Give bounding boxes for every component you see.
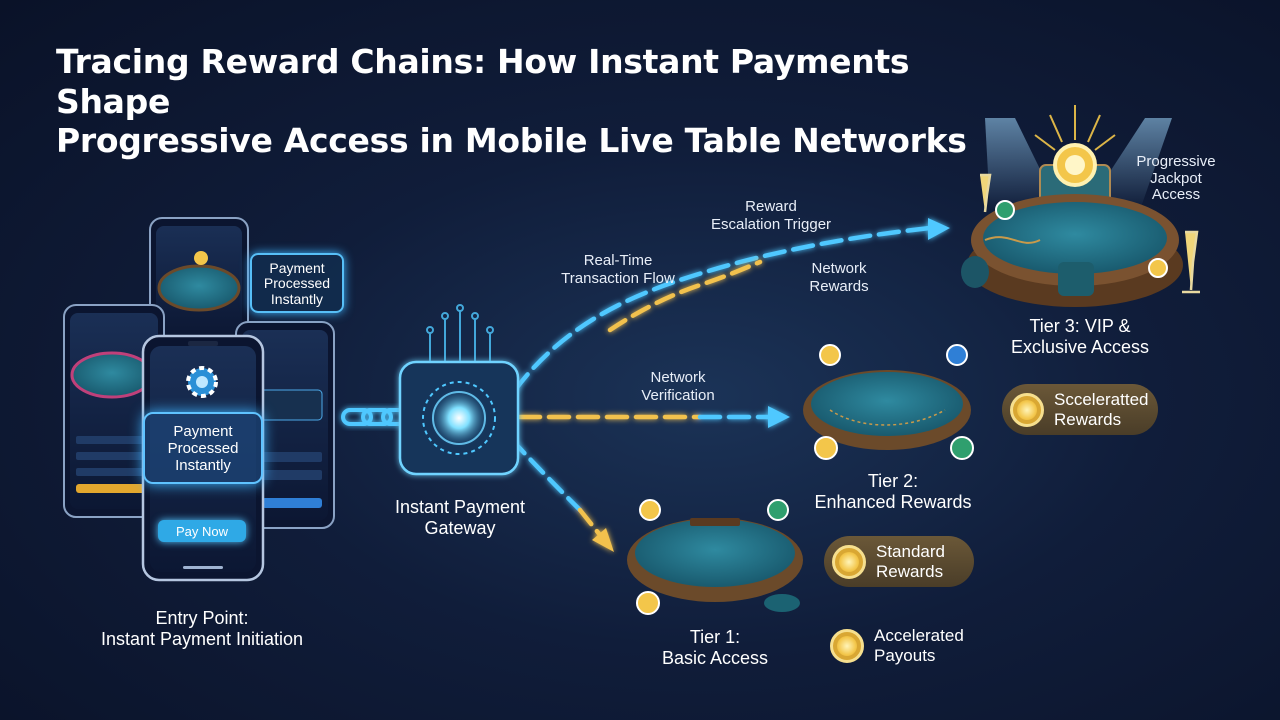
page-title-line2: Progressive Access in Mobile Live Table … <box>56 121 967 161</box>
tier1-reward-badge: Standard Rewards <box>824 536 974 588</box>
gateway-label: Instant Payment Gateway <box>394 497 526 539</box>
tier2-label: Tier 2: Enhanced Rewards <box>814 471 972 513</box>
chip-icon <box>950 436 974 460</box>
gateway-chip-icon <box>398 304 520 476</box>
chain-gateway-to-tier2 <box>517 406 790 428</box>
chain-arrow-icon <box>928 218 950 240</box>
tier3-table <box>961 105 1200 307</box>
chip-icon <box>995 200 1015 220</box>
chain-arrow-icon <box>768 406 790 428</box>
network-rewards-label: Network Rewards <box>809 260 869 295</box>
tier3-label: Tier 3: VIP & Exclusive Access <box>1010 316 1150 358</box>
tier1-label: Tier 1: Basic Access <box>661 627 769 669</box>
payment-processed-card: Payment Processed Instantly <box>143 412 263 484</box>
chain-arrow-icon <box>592 528 614 552</box>
tier1-table <box>627 499 803 615</box>
page-title: Tracing Reward Chains: How Instant Payme… <box>56 42 996 161</box>
coin-icon <box>830 628 864 663</box>
pay-now-button[interactable]: Pay Now <box>158 520 246 542</box>
chip-icon <box>814 436 838 460</box>
chip-icon <box>946 344 968 366</box>
chain-gateway-to-tier3 <box>512 218 950 393</box>
phone-back-top <box>149 217 249 347</box>
chain-gold-escalation <box>607 259 763 333</box>
chip-icon <box>639 499 661 521</box>
chip-icon <box>636 591 660 615</box>
coin-icon <box>832 544 866 579</box>
escalation-trigger-label: Reward Escalation Trigger <box>710 198 832 233</box>
payment-processed-bubble: Payment Processed Instantly <box>250 253 344 313</box>
phone-back-left <box>63 304 165 518</box>
chain-gateway-to-tier1 <box>509 437 614 552</box>
coin-icon <box>1010 392 1044 427</box>
chip-icon <box>1148 258 1168 278</box>
champagne-icon <box>1182 230 1200 294</box>
chip-icon <box>767 499 789 521</box>
entry-point-label: Entry Point: Instant Payment Initiation <box>100 608 304 650</box>
tier2-reward-badge: Scceleratted Rewards <box>1002 384 1158 436</box>
chain-entry-to-gateway <box>341 408 409 426</box>
page-title-line1: Tracing Reward Chains: How Instant Payme… <box>56 42 910 121</box>
tier2-table <box>803 344 974 460</box>
champagne-icon <box>980 173 992 213</box>
tier3-jackpot-label: Progressive Jackpot Access <box>1136 153 1216 203</box>
tier1-payouts-badge: Accelerated Payouts <box>830 626 980 665</box>
network-verification-label: Network Verification <box>641 369 715 404</box>
chip-icon <box>819 344 841 366</box>
realtime-flow-label: Real-Time Transaction Flow <box>561 252 675 287</box>
